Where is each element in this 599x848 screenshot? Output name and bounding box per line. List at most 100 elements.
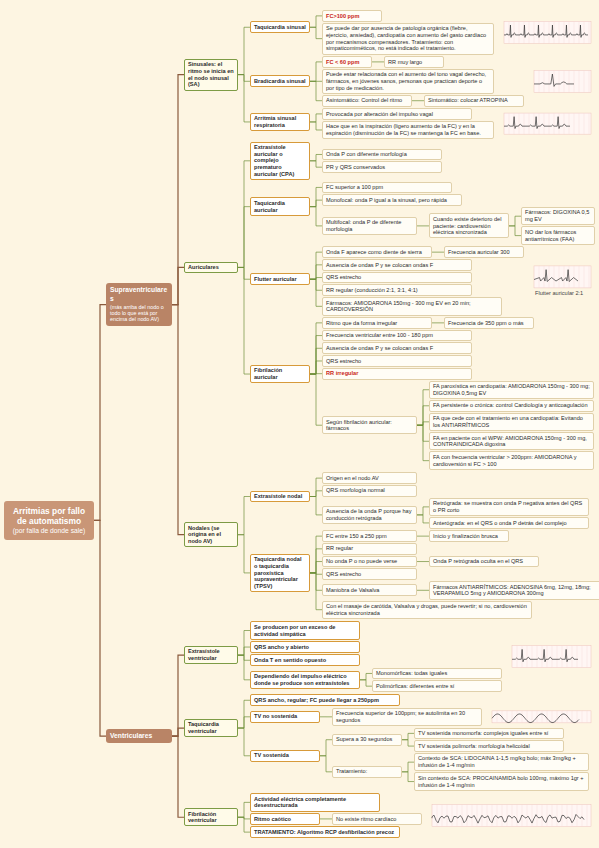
connector xyxy=(94,520,106,736)
connector xyxy=(310,323,322,374)
node-text: Puede estar relacionada con el aumento d… xyxy=(326,71,490,91)
note-box: FC>100 ppm xyxy=(322,10,382,22)
note-box: Ausencia de ondas P y se colocan ondas F xyxy=(322,342,472,354)
connector xyxy=(320,818,332,819)
connector xyxy=(310,16,322,27)
connector xyxy=(310,549,322,573)
node-text: Ausencia de ondas P y se colocan ondas F xyxy=(326,345,468,352)
node-text: QRS ancho y abierto xyxy=(254,644,356,651)
topic-box: QRS ancho, regular; FC puede llegar a 25… xyxy=(250,694,400,706)
topic-box: Bradicardia sinusal xyxy=(250,75,310,87)
connector xyxy=(412,100,424,101)
note-box: RR muy largo xyxy=(384,56,444,68)
note-box: Asintomático: Control del ritmo xyxy=(322,95,412,107)
node-text: Fármacos ANTIARRÍTMICOS: ADENOSINA 6mg, … xyxy=(433,584,599,597)
connector xyxy=(172,736,184,817)
connector xyxy=(310,573,322,610)
node-text: TV sostenida xyxy=(254,752,316,759)
connector xyxy=(238,647,250,655)
note-box: Sin contexto de SCA: PROCAINAMIDA bolo 1… xyxy=(414,772,589,790)
connector xyxy=(372,61,384,62)
note-box: QRS estrecho xyxy=(322,272,472,284)
connector xyxy=(172,75,184,305)
connector xyxy=(310,62,322,81)
note-box: QRS estrecho xyxy=(322,355,472,367)
connector xyxy=(402,733,414,739)
category-box: Ventriculares xyxy=(106,729,172,743)
node-text: QRS morfología normal xyxy=(326,487,413,494)
connector xyxy=(417,590,429,591)
ecg-strip xyxy=(534,266,591,288)
node-subtext: (más arriba del nodo o todo lo que está … xyxy=(110,304,168,323)
node-text: Monomórficas: todas iguales xyxy=(376,670,498,677)
node-text: TV no sostenida xyxy=(254,713,316,720)
node-text: Supera a 30 segundos xyxy=(336,736,398,743)
node-text: Sin contexto de SCA: PROCAINAMIDA bolo 1… xyxy=(418,775,585,788)
topic-box: Onda T en sentido opuesto xyxy=(250,654,360,666)
connector xyxy=(320,756,332,772)
node-text: Flutter auricular xyxy=(254,276,306,283)
node-text: Extrasístole nodal xyxy=(254,493,306,500)
node-text: Ritmo caótico xyxy=(254,816,316,823)
node-text: QRS estrecho xyxy=(326,571,413,578)
node-text: Onda T en sentido opuesto xyxy=(254,657,356,664)
node-text: Se producen por un exceso de actividad s… xyxy=(254,624,356,637)
note-box: Inicio y finalización brusca xyxy=(429,530,509,542)
note-box: Fármacos: DIGOXINA 0,5 mg EV xyxy=(521,207,595,225)
connector xyxy=(310,81,322,100)
note-box: Puede estar relacionada con el aumento d… xyxy=(322,69,494,94)
note-box: Contexto de SCA: LIDOCAINA 1-1,5 mg/kg b… xyxy=(414,753,589,771)
node-text: Fibrilación auricular xyxy=(254,367,306,380)
node-text: TV sostenida monomorfa: complejos iguale… xyxy=(418,730,560,737)
node-text: Se puede dar por ausencia de patología o… xyxy=(326,25,490,52)
topic-box: TV no sostenida xyxy=(250,711,320,723)
node-text: Sinusales: el ritmo se inicia en el nodo… xyxy=(188,61,234,88)
topic-box: Taquicardia sinusal xyxy=(250,21,310,33)
ecg-strip xyxy=(504,113,591,134)
connector xyxy=(310,361,322,374)
connector xyxy=(310,491,322,497)
node-text: Fármacos: DIGOXINA 0,5 mg EV xyxy=(525,209,591,222)
node-text: FA con frecuencia ventricular > 200ppm: … xyxy=(433,454,590,467)
group-box: Nodales (se origina en el nodo AV) xyxy=(184,522,238,547)
node-text: Origen en el nodo AV xyxy=(326,475,413,482)
note-box: No existe ritmo cardíaco xyxy=(332,813,422,825)
note-box: FA persistente o crónica: control Cardio… xyxy=(429,400,594,412)
connector xyxy=(417,422,429,425)
note-box: Ausencia de la onda P porque hay conducc… xyxy=(322,506,417,524)
node-text: Nodales (se origina en el nodo AV) xyxy=(188,525,234,545)
node-text: Arritmias por fallo de automatismo xyxy=(8,506,90,526)
connector xyxy=(238,728,250,756)
topic-box: Extrasístole nodal xyxy=(250,491,310,503)
connector xyxy=(310,200,322,207)
node-text: Inicio y finalización brusca xyxy=(433,533,505,540)
connector xyxy=(172,655,184,736)
note-box: FA con frecuencia ventricular > 200ppm: … xyxy=(429,451,594,469)
node-text: Onda P retrógrada oculta en el QRS xyxy=(433,558,535,565)
connector xyxy=(310,478,322,496)
note-box: Provocada por alteración del impulso vag… xyxy=(322,108,472,120)
connector xyxy=(238,700,250,728)
category-box: Supraventriculares(más arriba del nodo o… xyxy=(106,283,172,325)
node-text: FC superior a 100 ppm xyxy=(326,184,448,191)
connector xyxy=(238,75,250,122)
note-box: Polimórficas: diferentes entre sí xyxy=(372,680,502,692)
node-text: Según fibrilación auricular: fármacos xyxy=(326,419,413,432)
note-box: FC < 60 ppm xyxy=(322,56,372,68)
node-text: Ausencia de ondas P y se colocan ondas F xyxy=(326,262,468,269)
connector xyxy=(310,374,322,425)
connector xyxy=(238,655,250,680)
node-text: No onda P o no puede verse xyxy=(326,558,413,565)
node-text: Onda F aparece como diente de sierra xyxy=(326,249,428,256)
connector xyxy=(310,562,322,573)
connector xyxy=(417,225,429,226)
connector xyxy=(310,265,322,279)
node-text: NO dar los fármacos antiarrítmicos (FAA) xyxy=(525,229,591,242)
connector xyxy=(417,561,429,562)
node-text: FC < 60 ppm xyxy=(326,59,368,66)
connector xyxy=(238,27,250,74)
connector xyxy=(417,515,429,523)
topic-box: Se producen por un exceso de actividad s… xyxy=(250,621,360,639)
note-box: Tratamiento: xyxy=(332,766,402,778)
